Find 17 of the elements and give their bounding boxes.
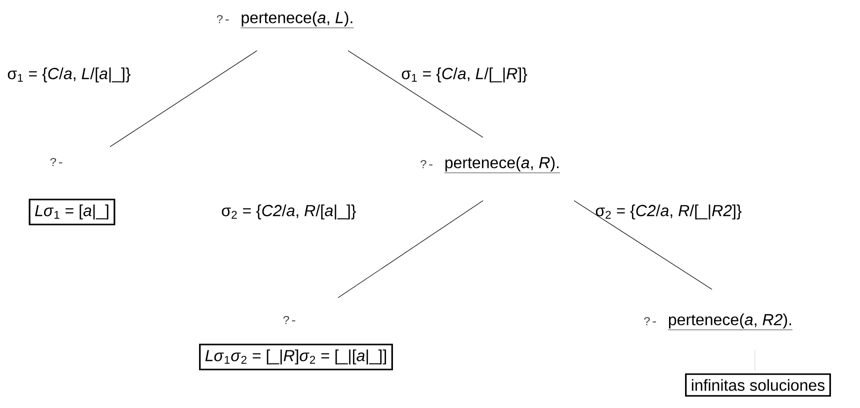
goal-text: ?- pertenece(a, R).	[420, 156, 560, 174]
tree-branch	[348, 50, 484, 138]
query-prompt: ?-	[50, 158, 62, 166]
tree-branch	[574, 200, 712, 290]
tree-branch	[110, 50, 258, 148]
continuation-line	[754, 350, 756, 372]
edge-label: σ$_{1}$ = {C/a, L/[a|_]}	[8, 68, 130, 82]
answer-box: infinitas soluciones	[685, 373, 831, 397]
edge-label: σ$_{2}$ = {C2/a, R/[a|_]}	[222, 204, 356, 220]
query-prompt: ?-	[283, 316, 296, 324]
answer-box: Lσ$_{1}$σ$_{2}$ = [_|R]σ$_{2}$ = [_|[a|_]]	[199, 344, 393, 370]
edge-label: σ$_{1}$ = {C/a, L/[_|R]}	[402, 68, 528, 82]
tree-branch	[338, 200, 484, 298]
goal-text: ?- pertenece(a, L).	[216, 12, 354, 28]
edge-label: σ$_{2}$ = {C2/a, R/[_|R2]}	[596, 204, 742, 220]
goal-text: ?- pertenece(a, R2).	[644, 314, 793, 330]
answer-box: Lσ$_{1}$ = [a|_]	[28, 198, 116, 226]
